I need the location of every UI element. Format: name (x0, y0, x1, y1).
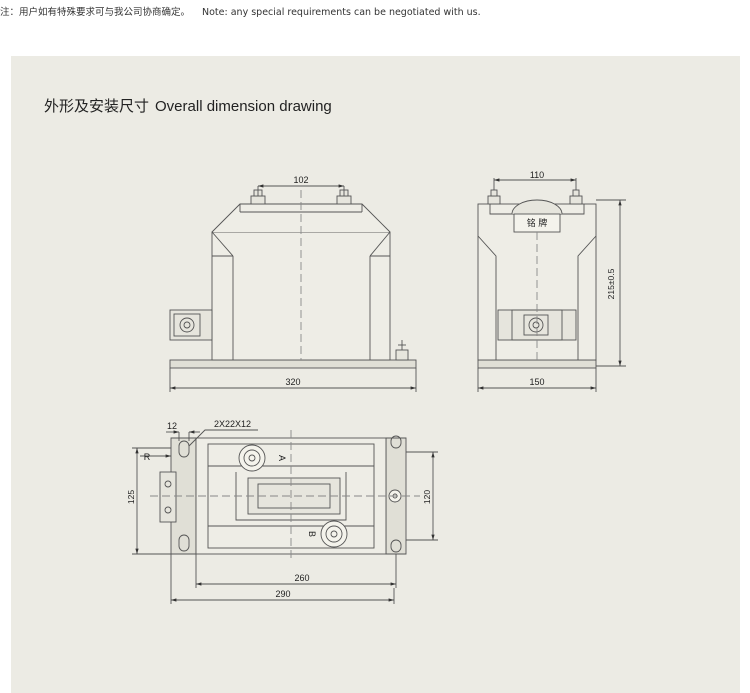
side-view (477, 178, 626, 392)
plan-dim-260: 260 (294, 573, 309, 583)
front-ground-bolt (395, 340, 409, 361)
slot-top-right (390, 435, 402, 449)
plan-dim-slots: 2X22X12 (214, 419, 251, 429)
title-en: Overall dimension drawing (155, 98, 332, 115)
plan-dim-120: 120 (422, 490, 432, 504)
slot-top-left (178, 440, 190, 458)
terminal-b (320, 520, 348, 548)
plan-view (132, 429, 438, 604)
drawing-title: 外形及安装尺寸 Overall dimension drawing (44, 95, 332, 116)
slot-bottom-left (178, 534, 190, 552)
terminal-a (238, 444, 266, 472)
side-dim-215: 215±0.5 (606, 268, 616, 299)
plan-label-r: R (144, 452, 151, 462)
side-terminal-right (569, 189, 583, 205)
plan-dim-12: 12 (167, 421, 177, 431)
slot-bottom-right (390, 539, 402, 553)
side-base-plate (477, 359, 597, 369)
note-cn: 注：用户如有特殊要求可与我公司协商确定。 (0, 7, 191, 18)
front-base-plate (169, 359, 417, 369)
plan-label-b: B (307, 531, 317, 537)
plan-label-a: A (277, 455, 287, 461)
side-dim-150: 150 (529, 377, 544, 387)
plan-dim-290: 290 (275, 589, 290, 599)
front-secondary-box (169, 309, 213, 341)
drawing-panel (11, 56, 740, 693)
side-dim-110: 110 (530, 170, 544, 180)
note-en: Note: any special requirements can be ne… (202, 7, 481, 18)
nameplate-label: 铭 牌 (527, 217, 548, 228)
front-dim-320: 320 (285, 377, 300, 387)
side-terminal-left (487, 189, 501, 205)
plan-dim-125: 125 (126, 490, 136, 504)
title-cn: 外形及安装尺寸 (44, 97, 150, 115)
front-view (169, 184, 417, 392)
plan-secondary-strip (159, 471, 177, 523)
front-dim-102: 102 (293, 175, 308, 185)
note-text: 注：用户如有特殊要求可与我公司协商确定。 Note: any special re… (0, 4, 750, 18)
